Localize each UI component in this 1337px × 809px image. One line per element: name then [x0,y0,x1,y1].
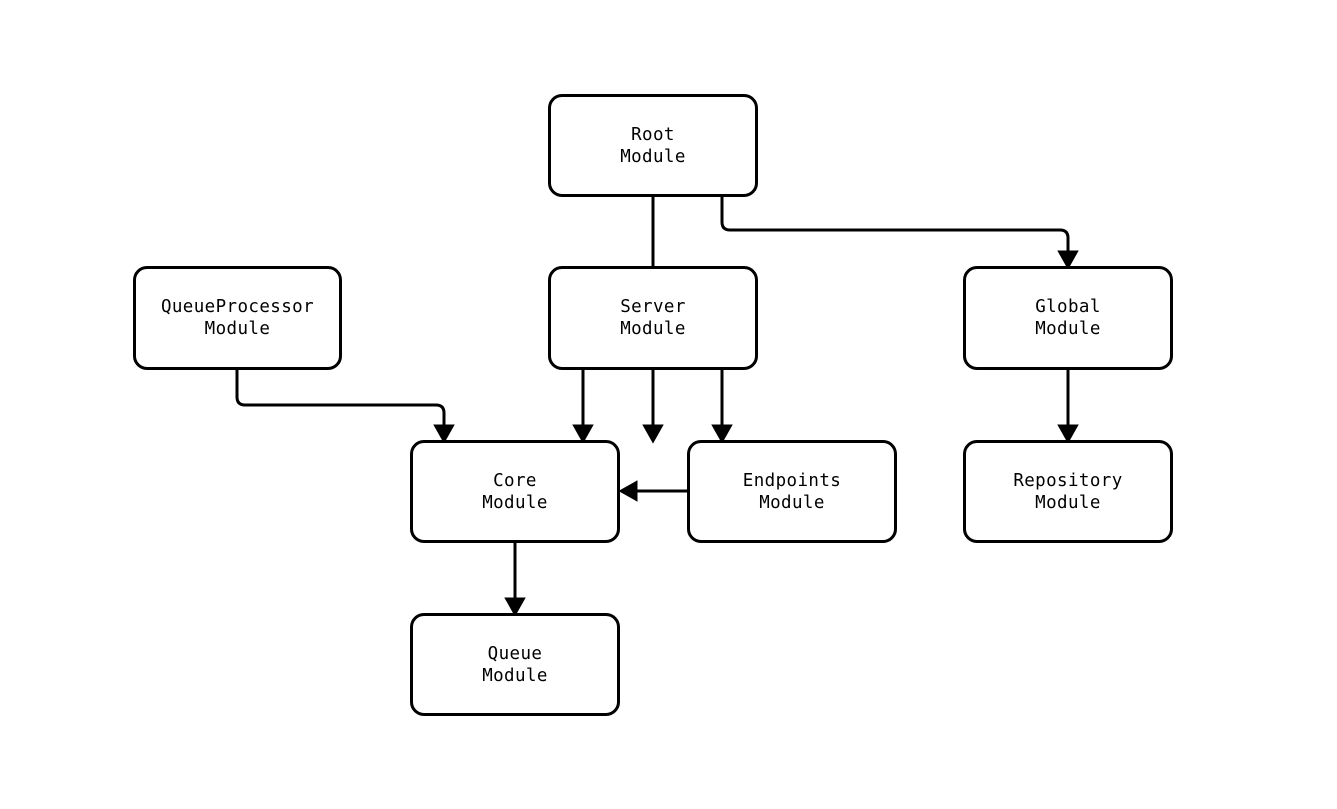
edge-queueprocessor-to-core [235,370,455,444]
node-root-module-label: Root Module [620,124,686,167]
node-queueprocessor-module-label: QueueProcessor Module [160,297,315,339]
node-core-module-label: Core Module [482,470,548,513]
node-endpoints-module-label: Endpoints Module [742,470,842,513]
node-repository-module[interactable]: Repository Module [963,440,1173,543]
edge-root-to-global [720,197,1079,270]
node-endpoints-module[interactable]: Endpoints Module [687,440,897,543]
node-queue-module-label: Queue Module [482,643,548,686]
node-global-module-label: Global Module [1035,297,1101,339]
node-root-module[interactable]: Root Module [548,94,758,197]
node-server-module-label: Server Module [620,297,686,339]
node-global-module[interactable]: Global Module [963,266,1173,370]
node-queue-module[interactable]: Queue Module [410,613,620,716]
node-repository-module-label: Repository Module [1013,470,1123,513]
node-core-module[interactable]: Core Module [410,440,620,543]
node-server-module[interactable]: Server Module [548,266,758,370]
node-queueprocessor-module[interactable]: QueueProcessor Module [133,266,342,370]
